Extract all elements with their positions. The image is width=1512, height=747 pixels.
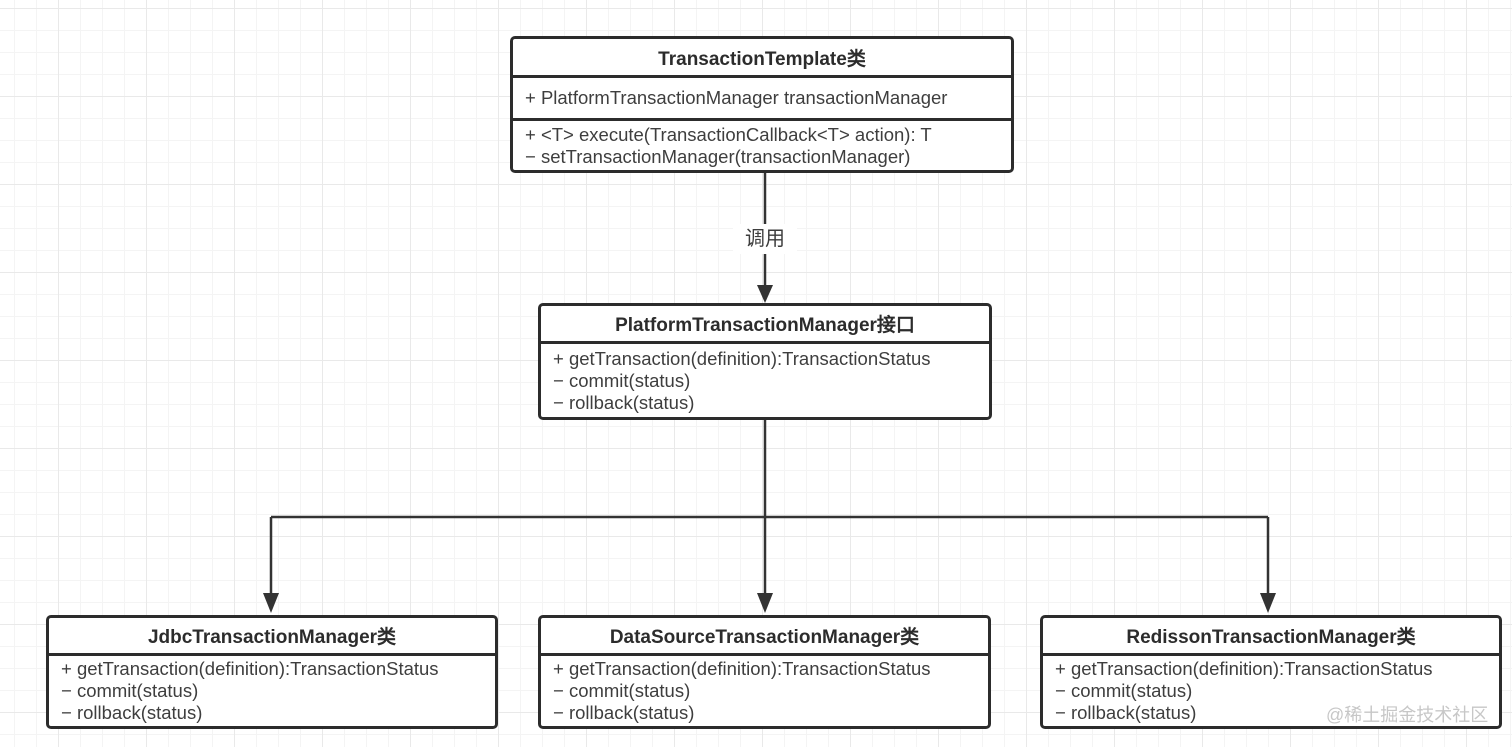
class-box-redisson-transaction-manager: RedissonTransactionManager类 + getTransac… bbox=[1040, 615, 1502, 729]
class-methods-compartment: + getTransaction(definition):Transaction… bbox=[1043, 656, 1499, 726]
class-box-platform-transaction-manager: PlatformTransactionManager接口 + getTransa… bbox=[538, 303, 992, 420]
method-line: − commit(status) bbox=[553, 369, 691, 391]
method-line: − rollback(status) bbox=[553, 391, 695, 413]
class-title: TransactionTemplate类 bbox=[513, 39, 1011, 78]
class-box-datasource-transaction-manager: DataSourceTransactionManager类 + getTrans… bbox=[538, 615, 991, 729]
arrow-down-head-icon bbox=[757, 593, 773, 613]
method-line: − rollback(status) bbox=[1055, 702, 1197, 723]
method-line: + <T> execute(TransactionCallback<T> act… bbox=[525, 123, 932, 145]
class-attributes-compartment: + PlatformTransactionManager transaction… bbox=[513, 78, 1011, 121]
class-methods-compartment: + <T> execute(TransactionCallback<T> act… bbox=[513, 121, 1011, 170]
method-line: − rollback(status) bbox=[61, 702, 203, 723]
method-line: − rollback(status) bbox=[553, 702, 695, 723]
watermark-text: @稀土掘金技术社区 bbox=[1326, 705, 1489, 725]
class-title: RedissonTransactionManager类 bbox=[1043, 618, 1499, 656]
class-methods-compartment: + getTransaction(definition):Transaction… bbox=[541, 656, 988, 726]
method-line: − setTransactionManager(transactionManag… bbox=[525, 145, 911, 167]
class-box-transaction-template: TransactionTemplate类 + PlatformTransacti… bbox=[510, 36, 1014, 173]
class-title: PlatformTransactionManager接口 bbox=[541, 306, 989, 344]
attribute-line: + PlatformTransactionManager transaction… bbox=[525, 87, 948, 108]
method-line: + getTransaction(definition):Transaction… bbox=[61, 658, 439, 679]
method-line: − commit(status) bbox=[553, 680, 691, 701]
method-line: − commit(status) bbox=[1055, 680, 1193, 701]
class-title: DataSourceTransactionManager类 bbox=[541, 618, 988, 656]
edge-label-call: 调用 bbox=[733, 224, 797, 254]
method-line: + getTransaction(definition):Transaction… bbox=[553, 658, 931, 679]
arrow-down-head-icon bbox=[757, 285, 773, 303]
class-title: JdbcTransactionManager类 bbox=[49, 618, 495, 656]
arrow-down-head-icon bbox=[263, 593, 279, 613]
class-methods-compartment: + getTransaction(definition):Transaction… bbox=[541, 344, 989, 417]
class-box-jdbc-transaction-manager: JdbcTransactionManager类 + getTransaction… bbox=[46, 615, 498, 729]
method-line: + getTransaction(definition):Transaction… bbox=[553, 347, 931, 369]
method-line: + getTransaction(definition):Transaction… bbox=[1055, 658, 1433, 679]
class-methods-compartment: + getTransaction(definition):Transaction… bbox=[49, 656, 495, 726]
method-line: − commit(status) bbox=[61, 680, 199, 701]
arrow-down-head-icon bbox=[1260, 593, 1276, 613]
